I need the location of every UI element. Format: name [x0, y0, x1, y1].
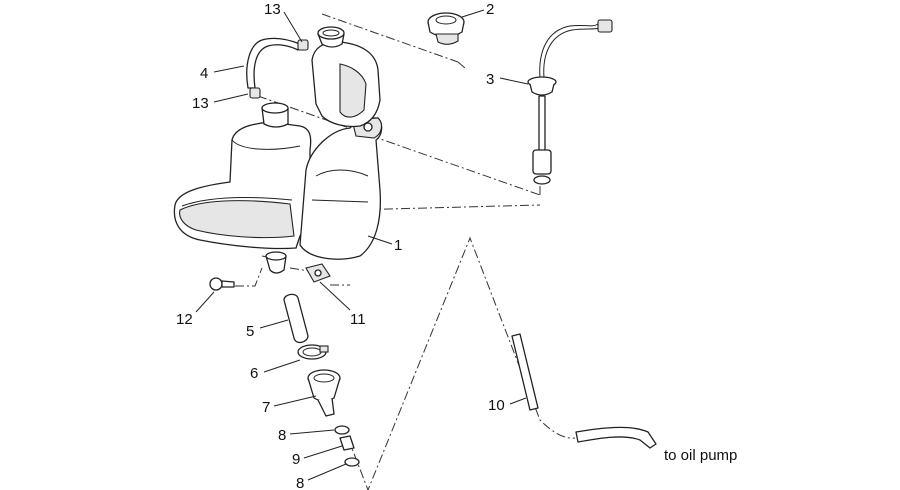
callout-4: 4	[200, 65, 208, 82]
oil-level-sensor-part	[527, 19, 613, 185]
callout-13-upper: 13	[264, 1, 281, 18]
callout-6: 6	[250, 365, 258, 382]
callout-10: 10	[488, 397, 505, 414]
callout-11: 11	[350, 311, 366, 328]
washer-upper-part	[334, 425, 350, 435]
filler-cap-part	[427, 12, 465, 45]
callout-leader-lines	[195, 9, 529, 481]
callout-2: 2	[486, 1, 494, 18]
hose-clamp-lower-part	[249, 87, 261, 99]
washer-lower-part	[344, 457, 360, 467]
oil-filter-part	[307, 369, 341, 417]
screw-part	[209, 277, 235, 291]
callout-12: 12	[176, 311, 193, 328]
callout-7: 7	[262, 399, 270, 416]
hose-clamp-part	[297, 344, 329, 360]
drain-screw-part	[339, 435, 355, 451]
callout-5: 5	[246, 323, 254, 340]
breather-hose-part	[246, 37, 301, 89]
callout-13-lower: 13	[192, 95, 209, 112]
callout-9: 9	[292, 451, 300, 468]
clip-nut-part	[305, 263, 331, 283]
destination-note: to oil pump	[664, 447, 737, 464]
assembly-guide-lines	[235, 13, 576, 490]
feed-hose-part	[511, 333, 657, 449]
callout-8-upper: 8	[278, 427, 286, 444]
outlet-hose-part	[283, 293, 309, 344]
callout-labels: 1 2 3 4 5 6 7 8 8 9 10 11 12 13 13 to oi…	[176, 1, 737, 490]
callout-8-lower: 8	[296, 475, 304, 490]
callout-3: 3	[486, 71, 494, 88]
oil-tank-part	[173, 26, 383, 274]
callout-1: 1	[394, 237, 402, 254]
hose-clamp-upper-part	[297, 39, 309, 51]
